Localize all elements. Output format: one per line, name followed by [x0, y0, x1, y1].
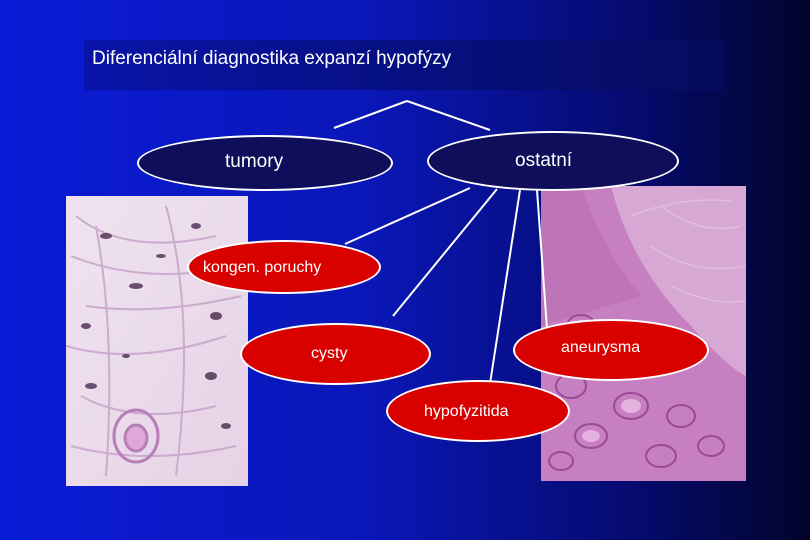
- node-hypofyzitida-label: hypofyzitida: [424, 403, 509, 420]
- node-ostatni-label: ostatní: [515, 150, 573, 171]
- node-cysty: cysty: [240, 323, 431, 385]
- node-hypofyzitida: hypofyzitida: [386, 380, 570, 442]
- node-tumory: tumory: [137, 135, 393, 191]
- node-kongen-poruchy-label: kongen. poruchy: [203, 259, 322, 276]
- node-cysty-label: cysty: [311, 345, 348, 362]
- histology-image-left: [66, 196, 248, 486]
- title-bar: Diferenciální diagnostika expanzí hypofý…: [84, 40, 724, 90]
- node-aneurysma: aneurysma: [513, 319, 709, 381]
- node-ostatni: ostatní: [427, 131, 679, 191]
- node-kongen-poruchy: kongen. poruchy: [187, 240, 381, 294]
- node-aneurysma-label: aneurysma: [561, 339, 641, 356]
- slide-title: Diferenciální diagnostika expanzí hypofý…: [92, 48, 452, 69]
- node-tumory-label: tumory: [225, 151, 284, 172]
